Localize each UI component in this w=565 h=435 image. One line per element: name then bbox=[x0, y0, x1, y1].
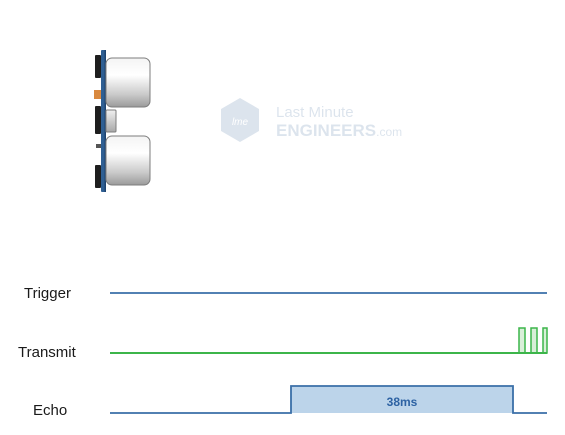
watermark-logo-icon bbox=[221, 98, 259, 142]
burst-pulse bbox=[542, 327, 548, 354]
echo-pulse-duration: 38ms bbox=[387, 395, 418, 409]
sensor-pcb-edge bbox=[104, 50, 106, 192]
echo-pulse bbox=[291, 386, 513, 413]
burst-pulse bbox=[530, 327, 538, 354]
sensor-back-small-part bbox=[96, 144, 101, 148]
echo-line bbox=[110, 385, 547, 414]
echo-signal: Echo 38ms bbox=[33, 385, 547, 419]
sensor-back-component-top bbox=[95, 55, 101, 78]
trigger-label: Trigger bbox=[24, 285, 71, 302]
transmit-signal: Transmit bbox=[18, 327, 548, 361]
burst-pulse bbox=[518, 327, 526, 354]
transmit-burst bbox=[518, 327, 548, 354]
watermark-logo-text: lme bbox=[232, 117, 249, 128]
watermark-line2: ENGINEERS.com bbox=[276, 121, 402, 140]
trigger-signal: Trigger bbox=[24, 285, 547, 302]
transmit-label: Transmit bbox=[18, 344, 77, 361]
crystal-oscillator bbox=[105, 109, 117, 133]
transducer-top bbox=[105, 57, 151, 108]
watermark-line1: Last Minute bbox=[276, 104, 354, 121]
watermark-brand: ENGINEERS bbox=[276, 121, 376, 140]
transducer-bottom bbox=[105, 135, 151, 186]
echo-label: Echo bbox=[33, 402, 67, 419]
sensor-back-pin bbox=[94, 90, 101, 99]
watermark-suffix: .com bbox=[376, 125, 402, 139]
ultrasonic-sensor bbox=[94, 50, 151, 192]
sensor-back-component-middle bbox=[95, 106, 101, 134]
sensor-back-component-bottom bbox=[95, 165, 101, 188]
watermark: lme Last Minute ENGINEERS.com bbox=[221, 98, 402, 142]
